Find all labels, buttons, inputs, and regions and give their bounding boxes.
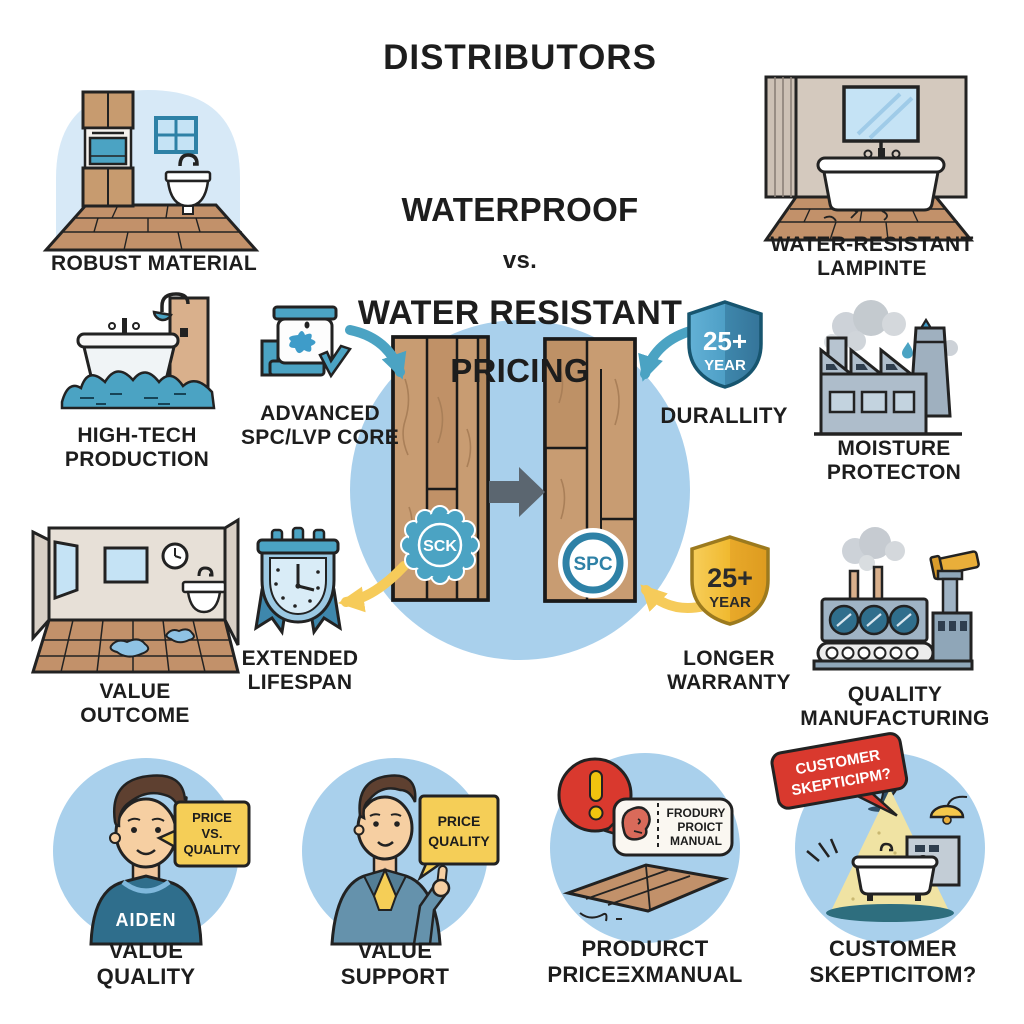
lifespan-clock-icon xyxy=(254,526,342,636)
faucet-icon xyxy=(197,566,214,577)
bubble-line: VS. xyxy=(202,826,223,841)
shield-years-label: 25+ xyxy=(703,326,747,356)
squiggle xyxy=(579,912,622,922)
inner-shirt xyxy=(372,867,398,911)
caption-longer-warranty: LONGER WARRANTY xyxy=(667,647,791,695)
spc-badge-label: SPC xyxy=(573,554,612,575)
page-title: DISTRIBUTORS xyxy=(383,38,657,77)
tub-tap xyxy=(122,318,127,334)
caption-high-tech-production: HIGH-TECH PRODUCTION xyxy=(64,424,210,472)
ground-shadow xyxy=(826,904,954,922)
wood-grain xyxy=(402,378,472,568)
floor-plank xyxy=(562,863,730,913)
bubble-line: PRICE xyxy=(192,810,232,825)
shirt-name-label: AIDEN xyxy=(115,910,176,930)
caption-customer-skepticism: CUSTOMER SKEPTICITOM? xyxy=(809,936,977,987)
caption-extended-lifespan: EXTENDED LIFESPAN xyxy=(241,647,359,695)
shield-years-label: 25+ xyxy=(707,563,753,593)
flood-water xyxy=(60,370,216,410)
kitchen-scene xyxy=(42,90,260,252)
sink-bowl xyxy=(186,590,222,614)
faucet-icon xyxy=(178,153,199,167)
factory-icon xyxy=(814,300,962,436)
main-heading: WATERPROOF vs. WATER RESISTANT PRICING xyxy=(320,172,720,409)
exclamation-icon xyxy=(589,770,603,802)
blue-arrow-top-right xyxy=(638,325,699,382)
water-puddle xyxy=(109,638,150,658)
shower-head-icon xyxy=(152,310,173,322)
customer-skepticism-illustration: CUSTOMER SKEPTICIPM? xyxy=(770,732,985,943)
price-vs-quality-bubble: PRICE VS. QUALITY xyxy=(156,800,251,868)
sck-badge-label: SCK xyxy=(423,538,457,555)
press-machine-icon xyxy=(260,305,352,379)
heading-line-3: WATER RESISTANT xyxy=(357,293,683,332)
spc-badge: SPC xyxy=(558,528,628,598)
sign-line: QUALITY xyxy=(428,833,490,849)
caption-value-quality: VALUE QUALITY xyxy=(96,938,196,989)
caption-water-resistant-laminate: WATER-RESISTANT LAMPINTE xyxy=(770,233,974,281)
sign-line: PRICE xyxy=(438,813,481,829)
flooded-bathtub-icon xyxy=(60,292,216,410)
blue-arrow-top-left xyxy=(345,325,407,380)
tag-line: MANUAL xyxy=(670,834,722,848)
bubble-line: QUALITY xyxy=(183,842,240,857)
lamp-icon xyxy=(929,804,965,819)
customer-bubble: CUSTOMER SKEPTICIPM? xyxy=(770,732,909,817)
caption-product-price-manual: PRODURCT PRICEΞXMANUAL xyxy=(547,936,743,987)
warranty-shield-icon: 25+ YEAR xyxy=(690,535,770,626)
room-scene xyxy=(30,517,240,674)
tub-faucet xyxy=(879,842,894,852)
heading-line-4: PRICING xyxy=(450,351,590,389)
tub-rim xyxy=(76,332,180,349)
product-manual-illustration: FRODURY PROICT MANUAL xyxy=(550,753,740,943)
tag-line: FRODURY xyxy=(667,806,726,820)
value-quality-illustration: AIDEN PRICE VS. QUALITY xyxy=(53,758,251,946)
hair xyxy=(358,774,417,821)
bathtub-rim xyxy=(816,156,946,174)
shower-arm xyxy=(160,292,190,312)
emphasis-dashes xyxy=(806,838,839,862)
oven-icon xyxy=(88,136,128,166)
yellow-arrow-bottom-left xyxy=(338,561,409,613)
face xyxy=(356,795,414,861)
wood-floor xyxy=(42,203,260,252)
shirt xyxy=(89,874,203,946)
water-puddle xyxy=(165,628,195,644)
bathtub-icon xyxy=(855,865,936,896)
caption-value-support: VALUE SUPPORT xyxy=(340,938,450,989)
durability-shield-icon: 25+ YEAR xyxy=(687,300,763,389)
manual-tag: FRODURY PROICT MANUAL xyxy=(612,797,734,857)
price-quality-sign: PRICE QUALITY xyxy=(417,794,500,882)
caption-moisture-protection: MOISTURE PROTECTON xyxy=(826,437,962,485)
caption-value-outcome: VALUE OUTCOME xyxy=(80,680,190,728)
shield-year-word: YEAR xyxy=(709,594,751,611)
caption-robust-material: ROBUST MATERIAL xyxy=(51,252,257,275)
splash-icon xyxy=(289,331,316,354)
hand xyxy=(431,878,451,898)
face xyxy=(114,797,178,869)
bathtub-icon xyxy=(822,170,940,212)
tag-line: PROICT xyxy=(677,820,723,834)
transform-arrow-icon xyxy=(489,467,545,517)
manufacturing-machine-icon xyxy=(812,527,980,671)
bathroom-scene xyxy=(763,75,975,242)
wood-grain xyxy=(558,364,621,574)
sck-badge: SCK xyxy=(400,505,480,585)
heading-line-1: WATERPROOF xyxy=(401,190,639,228)
side-window-icon xyxy=(53,540,79,601)
tub-faucet xyxy=(878,148,885,158)
tag-figure-icon xyxy=(621,806,651,841)
caption-durability: DURALLITY xyxy=(660,403,788,428)
window-icon xyxy=(103,546,149,584)
value-support-illustration: PRICE QUALITY xyxy=(302,758,500,946)
small-drop-icon xyxy=(902,342,913,359)
check-icon xyxy=(318,344,352,379)
caption-advanced-core: ADVANCED SPC/LVP CORE xyxy=(240,402,400,450)
yellow-arrow-bottom-right xyxy=(640,584,709,613)
caption-quality-manufacturing: QUALITY MANUFACTURING xyxy=(800,683,990,731)
shield-year-word: YEAR xyxy=(704,357,746,374)
heading-line-2: vs. xyxy=(502,247,538,275)
